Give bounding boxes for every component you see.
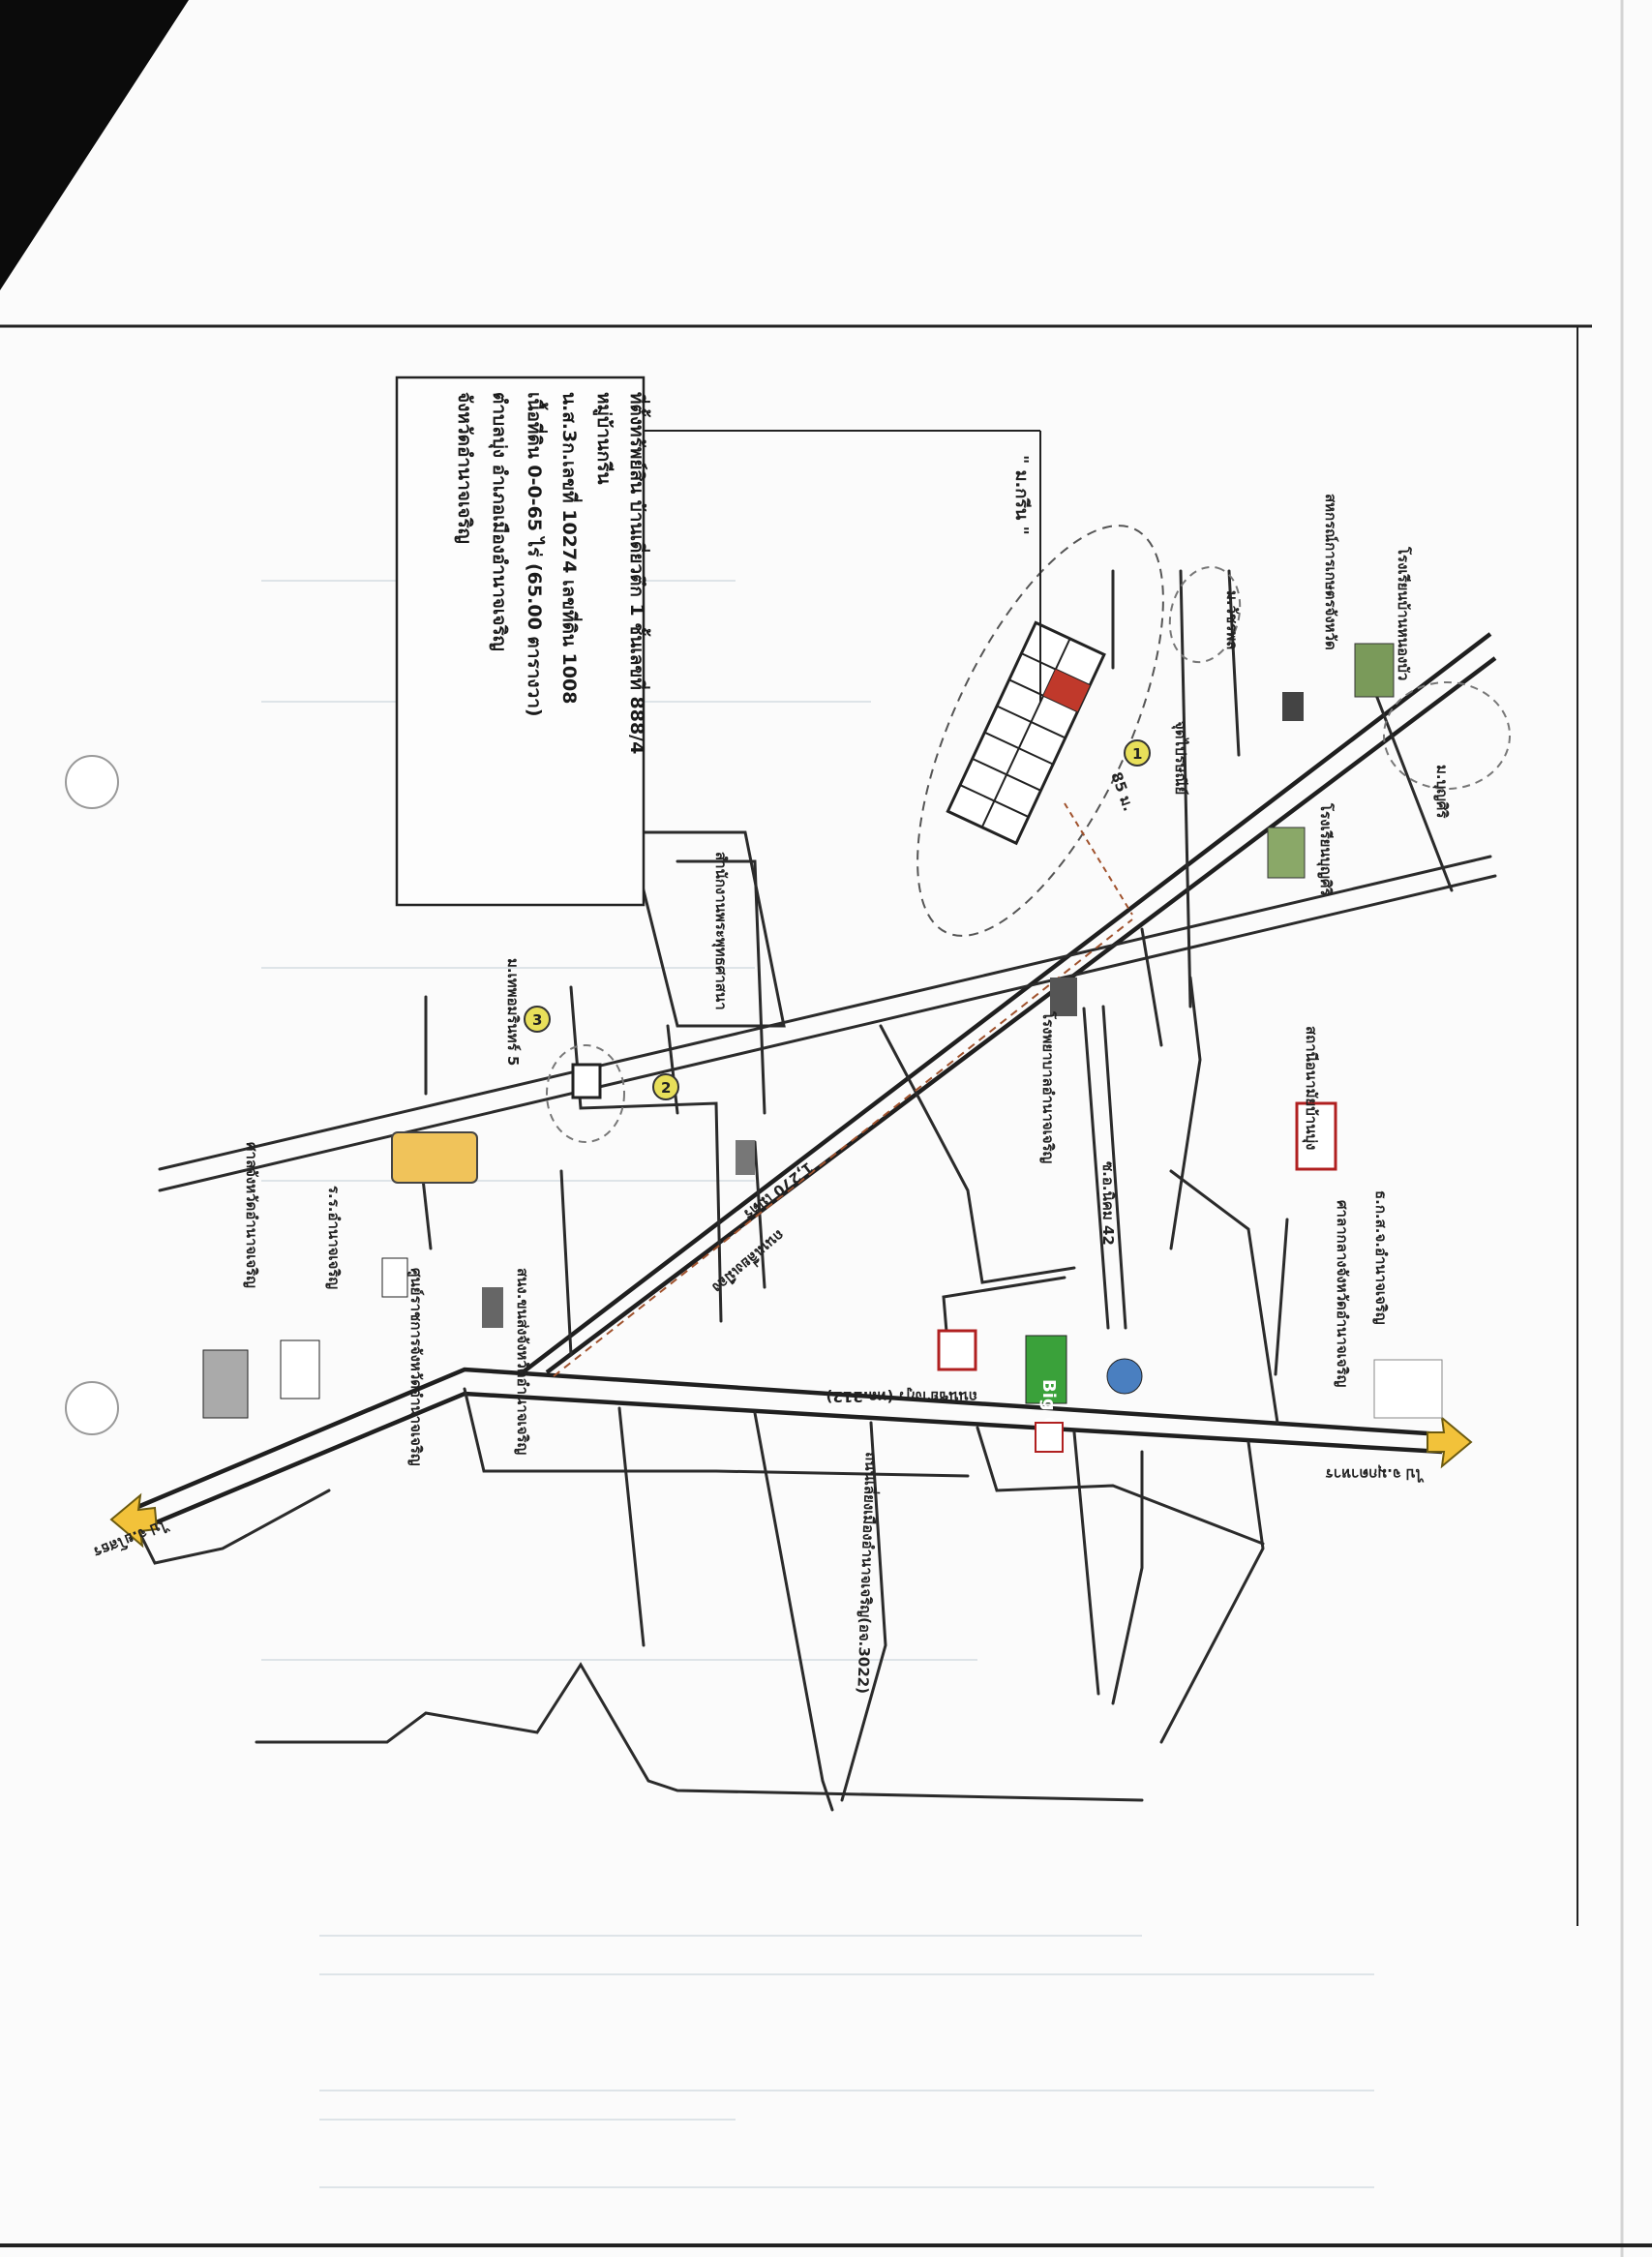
punch-hole-bottom bbox=[65, 1381, 119, 1435]
label-road-chayangkun: ถนนชยางกูร (ทล.212) bbox=[826, 1387, 977, 1405]
bank-building-icon bbox=[1295, 1101, 1337, 1171]
seven-eleven-icon bbox=[1035, 1422, 1064, 1453]
label-provincial-office: สนง.ขนส่งจังหวัดอำนาจเจริญ bbox=[514, 1268, 531, 1455]
svg-text:2: 2 bbox=[661, 1079, 671, 1097]
label-school-boonsiri: โรงเรียนบุญศิริ bbox=[1316, 802, 1336, 896]
route-1270m bbox=[553, 918, 1133, 1377]
arrow-to-yasothon bbox=[109, 1492, 159, 1549]
route-85m bbox=[1064, 802, 1133, 916]
school-photo-icon-2 bbox=[1267, 827, 1306, 879]
info-line-5: ตำบลบุ่ง อำเภอเมืองอำนาจเจริญ bbox=[488, 392, 510, 651]
svg-text:1: 1 bbox=[1132, 745, 1142, 763]
label-village-bunsiri: ม.บุญศิริ bbox=[1432, 765, 1451, 819]
road-network bbox=[134, 569, 1497, 1812]
marker-2 bbox=[652, 1073, 679, 1100]
big-c-label: Big C bbox=[1038, 1379, 1059, 1429]
info-line-3: น.ส.3ก.เลขที่ 10274 เลขที่ดิน 1008 bbox=[558, 392, 583, 704]
road-chayangkun bbox=[135, 1367, 1443, 1511]
label-85m: 85 ม. bbox=[1107, 769, 1137, 813]
office-stack-icon bbox=[202, 1349, 249, 1419]
label-coop: สหกรณ์การเกษตรจังหวัด bbox=[1322, 494, 1339, 650]
label-hospital-city: โรงพยาบาลอำนาจเจริญ bbox=[1039, 1010, 1058, 1164]
temple-icon bbox=[280, 1339, 320, 1399]
label-municipal-office: ศูนย์ราชการจังหวัดอำนาจเจริญ bbox=[406, 1268, 425, 1466]
village-areas bbox=[546, 565, 1511, 1143]
road-diagonal-avenue bbox=[521, 632, 1492, 1374]
info-line-1: ที่ตั้งทรัพย์สิน บ้านเดี่ยวตึก 1 ชั้นเลข… bbox=[626, 392, 651, 754]
big-c-icon bbox=[1025, 1335, 1067, 1404]
label-village-wachirawan: ม.วัชรพล bbox=[1223, 590, 1241, 649]
city-hall-icon bbox=[391, 1131, 478, 1184]
house-icon bbox=[571, 1063, 602, 1099]
info-line-2: หมู่บ้านกรีน bbox=[592, 392, 615, 484]
label-school-rr: ร.ร.อำนาจเจริญ bbox=[325, 1186, 343, 1289]
label-cat: จุดไปรษณีย์ bbox=[1171, 721, 1190, 795]
label-village-thepamarin: ม.เทพอมรินทร์ 5 bbox=[504, 958, 522, 1066]
hospital-building-icon bbox=[1050, 978, 1077, 1016]
green-village bbox=[553, 525, 1164, 1377]
property-marker bbox=[1043, 669, 1091, 712]
info-box-text: ที่ตั้งทรัพย์สิน บ้านเดี่ยวตึก 1 ชั้นเลข… bbox=[454, 392, 651, 754]
globe-icon bbox=[1106, 1358, 1143, 1395]
office-tower-icon bbox=[482, 1287, 503, 1328]
red-logo-icon bbox=[937, 1329, 977, 1371]
label-bank-center: ธ.ก.ส.จ.อำนาจเจริญ bbox=[1372, 1190, 1390, 1325]
label-court: ศาลจังหวัดอำนาจเจริญ bbox=[243, 1142, 260, 1288]
building-icon bbox=[1282, 692, 1304, 721]
label-gov-center: ศาลากลางจังหวัดอำนาจเจริญ bbox=[1334, 1200, 1351, 1388]
info-line-6: จังหวัดอำนาจเจริญ bbox=[454, 392, 475, 544]
label-road-3022: ถนนเลี่ยงเมืองอำนาจเจริญ(อจ.3022) bbox=[854, 1452, 882, 1695]
road-bypass bbox=[158, 855, 1492, 1171]
marker-1 bbox=[1124, 739, 1151, 767]
label-to-mukdahan: ไป จ.มุกดาหาร bbox=[1325, 1464, 1425, 1484]
school-photo-icon bbox=[1354, 643, 1395, 698]
tree-logo-icon bbox=[1373, 1359, 1443, 1419]
label-temple-office: สำนักงานพระพุทธศาสนา bbox=[711, 852, 730, 1010]
tower-icon bbox=[736, 1140, 755, 1175]
direction-arrows bbox=[109, 1415, 1473, 1549]
school-icon bbox=[381, 1257, 408, 1298]
label-hospital-center: สถานีอนามัยบ้านบุ่ง bbox=[1302, 1026, 1320, 1150]
info-line-4: เนื้อที่ดิน 0-0-65 ไร่ (65.00 ตารางวา) bbox=[524, 392, 549, 717]
scan-corner-shadow bbox=[0, 0, 189, 290]
label-school-nongbua: โรงเรียนบ้านหนองบัว bbox=[1395, 546, 1413, 680]
label-village-green: " ม.กรีน " bbox=[1011, 455, 1032, 535]
landmark-icons: Big C bbox=[202, 643, 1443, 1453]
arrow-to-mukdahan bbox=[1427, 1415, 1473, 1469]
svg-text:3: 3 bbox=[532, 1011, 542, 1029]
numbered-markers: 1 2 3 bbox=[524, 739, 1151, 1100]
label-soi-42: ซ.อ.นิคม 42 bbox=[1099, 1161, 1117, 1246]
punch-hole-top bbox=[65, 755, 119, 809]
marker-3 bbox=[524, 1006, 551, 1033]
info-box bbox=[395, 376, 646, 907]
